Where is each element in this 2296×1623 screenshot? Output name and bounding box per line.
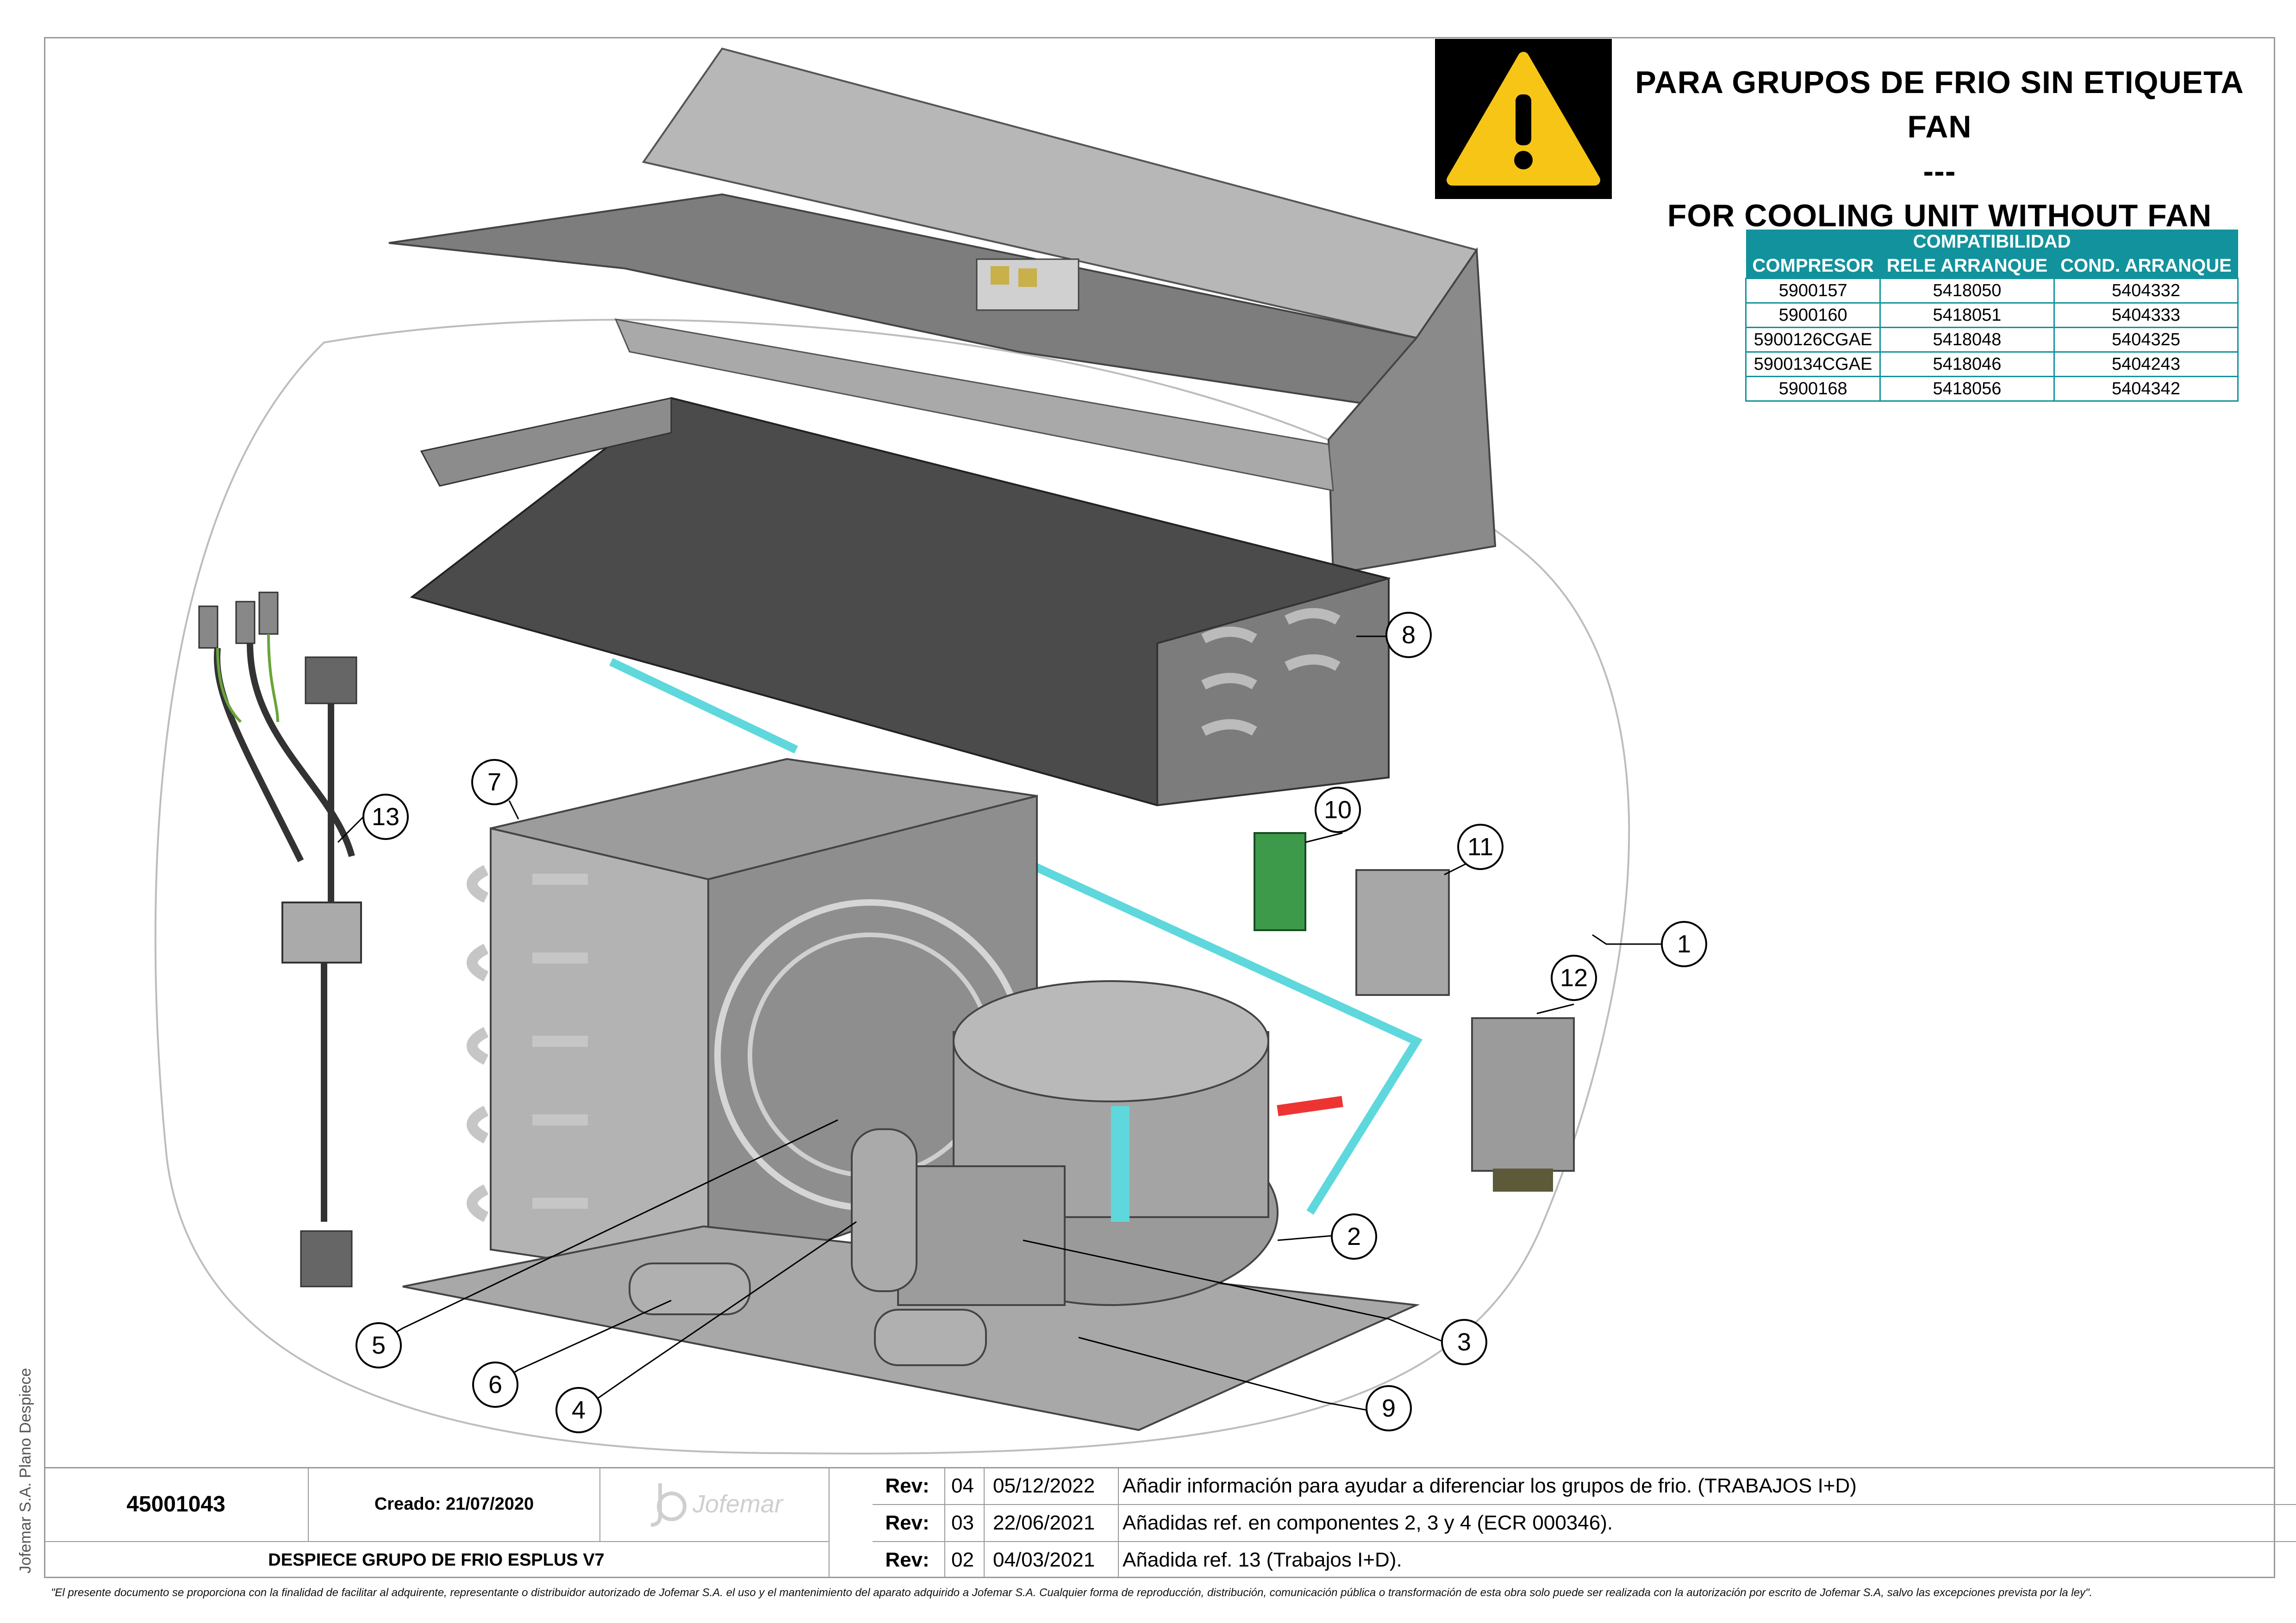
table-cell: 5418051 xyxy=(1879,302,2055,328)
revision-row: Rev: 02 04/03/2021 Añadida ref. 13 (Trab… xyxy=(873,1541,2296,1578)
callout-10 xyxy=(1315,787,1361,833)
callout-7 xyxy=(471,759,518,805)
rev-number: 03 xyxy=(951,1511,974,1534)
table-cell: 5900160 xyxy=(1745,302,1881,328)
callout-13 xyxy=(362,794,409,840)
fan-motor-small xyxy=(874,1309,987,1366)
callout-9 xyxy=(1366,1385,1412,1431)
warning-triangle-icon xyxy=(1447,52,1600,186)
table-cell: 5900134CGAE xyxy=(1745,351,1881,377)
rev-label: Rev: xyxy=(885,1474,930,1497)
table-cell: 5900126CGAE xyxy=(1745,327,1881,353)
rev-text: Añadidas ref. en componentes 2, 3 y 4 (E… xyxy=(1123,1511,1613,1534)
table-row: 5900160 5418051 5404333 xyxy=(1745,302,2239,328)
part-number: 45001043 xyxy=(126,1492,225,1517)
rev-label: Rev: xyxy=(885,1548,930,1571)
jofemar-logo-icon xyxy=(650,1483,686,1527)
callout-2 xyxy=(1331,1213,1377,1260)
table-cell: 5418048 xyxy=(1879,327,2055,353)
logo-text: Jofemar xyxy=(692,1490,783,1518)
callout-label-8: 8 xyxy=(1402,621,1416,649)
callout-11 xyxy=(1457,824,1504,870)
drawing-description: DESPIECE GRUPO DE FRIO ESPLUS V7 xyxy=(268,1550,605,1570)
table-row: 5900168 5418056 5404342 xyxy=(1745,376,2239,402)
rev-number: 02 xyxy=(951,1548,974,1571)
table-row: 5900126CGAE 5418048 5404325 xyxy=(1745,327,2239,353)
wiring-harness xyxy=(198,591,362,1287)
title-block: 45001043 Creado: 21/07/2020 Jofemar DESP… xyxy=(44,1467,2296,1578)
table-cell: 5404243 xyxy=(2053,351,2239,377)
compat-header: RELE ARRANQUE xyxy=(1880,254,2054,279)
callout-label-7: 7 xyxy=(487,768,501,796)
condenser-fins xyxy=(410,397,1391,807)
side-label: Jofemar S.A. Plano Despiece xyxy=(17,1368,34,1573)
revision-row: Rev: 03 22/06/2021 Añadidas ref. en comp… xyxy=(873,1504,2296,1542)
start-capacitor xyxy=(851,1128,917,1292)
warning-panel xyxy=(1435,39,1612,199)
compat-header: COMPRESOR xyxy=(1746,254,1880,279)
rev-text: Añadir información para ayudar a diferen… xyxy=(1123,1474,1857,1497)
callout-6 xyxy=(472,1362,518,1408)
filter-drier xyxy=(629,1262,751,1315)
warning-line-1: PARA GRUPOS DE FRIO SIN ETIQUETA FAN xyxy=(1635,65,2244,144)
drawing-frame xyxy=(44,37,2275,1578)
legal-footer: "El presente documento se proporciona co… xyxy=(51,1586,2093,1599)
rev-date: 04/03/2021 xyxy=(993,1548,1095,1571)
compat-title: COMPATIBILIDAD xyxy=(1746,230,2238,254)
callout-label-13: 13 xyxy=(372,803,399,831)
warning-line-2: --- xyxy=(1923,154,1956,189)
callout-label-4: 4 xyxy=(572,1396,586,1424)
rev-text: Añadida ref. 13 (Trabajos I+D). xyxy=(1123,1548,1402,1571)
compat-header: COND. ARRANQUE xyxy=(2054,254,2238,279)
callout-5 xyxy=(356,1322,402,1368)
rev-label: Rev: xyxy=(885,1511,930,1534)
callout-label-2: 2 xyxy=(1347,1223,1361,1250)
table-cell: 5404325 xyxy=(2053,327,2239,353)
exploded-view-illustration: 1 2 3 4 5 6 7 8 9 10 11 12 13 xyxy=(154,47,1707,1455)
created-date: Creado: 21/07/2020 xyxy=(374,1494,534,1514)
table-row: 5900134CGAE 5418046 5404243 xyxy=(1745,351,2239,377)
thermostat-relay xyxy=(1355,869,1450,996)
table-cell: 5404333 xyxy=(2053,302,2239,328)
table-cell: 5418046 xyxy=(1879,351,2055,377)
callout-label-9: 9 xyxy=(1382,1394,1396,1422)
table-row: 5900157 5418050 5404332 xyxy=(1745,278,2239,304)
revision-row: Rev: 04 05/12/2022 Añadir información pa… xyxy=(873,1467,2296,1505)
callout-label-5: 5 xyxy=(372,1331,386,1359)
callout-label-3: 3 xyxy=(1457,1328,1471,1356)
table-cell: 5404332 xyxy=(2053,278,2239,304)
callout-8 xyxy=(1385,612,1432,658)
callout-12 xyxy=(1551,955,1597,1001)
control-board xyxy=(1254,832,1306,931)
callout-1 xyxy=(1661,921,1707,967)
start-relay xyxy=(897,1165,1066,1306)
compatibility-table: COMPATIBILIDAD COMPRESOR RELE ARRANQUE C… xyxy=(1745,230,2239,402)
top-cover xyxy=(388,47,1497,575)
callout-label-1: 1 xyxy=(1677,930,1691,958)
callout-circles xyxy=(356,612,1707,1433)
table-cell: 5418050 xyxy=(1879,278,2055,304)
callout-4 xyxy=(555,1387,602,1433)
rev-number: 04 xyxy=(951,1474,974,1497)
jofemar-logo: Jofemar xyxy=(600,1467,829,1541)
rev-date: 22/06/2021 xyxy=(993,1511,1095,1534)
callout-label-6: 6 xyxy=(488,1371,502,1399)
refrigerant-pipe xyxy=(609,658,1423,1215)
callout-label-11: 11 xyxy=(1467,833,1493,861)
callout-label-12: 12 xyxy=(1560,964,1588,992)
junction-box xyxy=(1471,1017,1575,1172)
table-cell: 5900168 xyxy=(1745,376,1881,402)
table-cell: 5900157 xyxy=(1745,278,1881,304)
rev-date: 05/12/2022 xyxy=(993,1474,1095,1497)
callout-label-10: 10 xyxy=(1324,796,1352,824)
table-cell: 5418056 xyxy=(1879,376,2055,402)
table-cell: 5404342 xyxy=(2053,376,2239,402)
callout-3 xyxy=(1441,1319,1487,1365)
assembly-outline xyxy=(154,318,1630,1455)
